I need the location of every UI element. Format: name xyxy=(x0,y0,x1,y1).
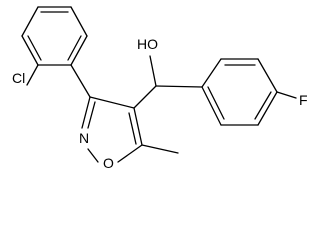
bond xyxy=(87,101,96,129)
bond xyxy=(257,58,278,93)
ring-nitrogen-label: N xyxy=(79,130,89,146)
bond xyxy=(21,35,39,66)
bond xyxy=(70,6,88,37)
bond xyxy=(201,58,222,88)
bond xyxy=(207,86,225,120)
molecule-structure: Cl N O HO F xyxy=(12,6,308,171)
bond-carbinol-aryl xyxy=(155,85,203,88)
bond xyxy=(70,35,88,66)
ring-oxygen-label: O xyxy=(103,155,114,171)
fluorophenyl-ring xyxy=(201,58,278,126)
bond-methyl xyxy=(141,144,179,154)
bond xyxy=(27,35,42,61)
bond xyxy=(128,112,137,145)
chlorine-label: Cl xyxy=(12,70,25,86)
bond-c-cl xyxy=(26,64,39,86)
bond xyxy=(254,91,272,120)
bond-aryl-isoxazole xyxy=(70,64,91,98)
bond-c-f xyxy=(276,91,297,99)
hydroxyl-label: HO xyxy=(137,36,158,52)
bond xyxy=(133,107,143,146)
bond xyxy=(201,86,222,126)
bond xyxy=(89,96,135,109)
bond-c-oh xyxy=(149,55,157,87)
bond xyxy=(87,148,99,163)
fluorine-label: F xyxy=(299,92,308,108)
bond-ring-carbinol xyxy=(133,85,157,109)
chlorophenyl-ring xyxy=(21,6,88,66)
bond xyxy=(117,144,143,163)
bond xyxy=(81,96,91,129)
bond xyxy=(257,91,278,126)
bond xyxy=(67,35,82,61)
isoxazole-ring xyxy=(81,96,143,163)
bond xyxy=(21,6,39,37)
